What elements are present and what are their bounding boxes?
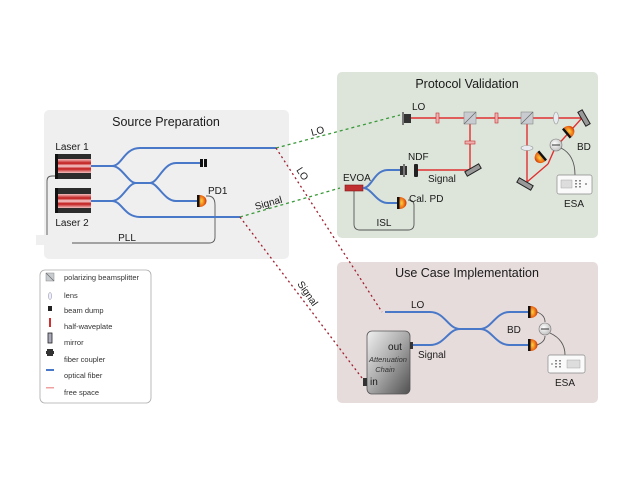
- protocol-signal-label: Signal: [428, 174, 456, 185]
- legend-label: mirror: [64, 338, 84, 347]
- usecase-esa-label: ESA: [555, 378, 575, 389]
- protocol-esa-label: ESA: [564, 199, 584, 210]
- protocol-panel-title: Protocol Validation: [415, 77, 518, 91]
- lens-icon: [520, 145, 534, 151]
- source-panel-title: Source Preparation: [112, 115, 220, 129]
- source-fibers: [91, 147, 276, 218]
- mirror-icon: [464, 163, 482, 177]
- source-preparation-panel: Source Preparation: [44, 110, 289, 259]
- attenuation-chain-box: [366, 330, 411, 395]
- lo-fiber-coupler-icon: [402, 112, 411, 125]
- free-space-icon: [46, 387, 54, 389]
- mirror-icon: [577, 109, 591, 127]
- polarizing-beamsplitter-icon: [45, 272, 55, 282]
- attenuation-out-label: out: [388, 342, 402, 353]
- protocol-esa-icon: [556, 174, 593, 195]
- usecase-signal-label: Signal: [418, 350, 446, 361]
- cal-pd-photodiode: [397, 197, 407, 210]
- beam-dump-icon: [48, 306, 52, 311]
- isl-label: ISL: [376, 218, 391, 229]
- laser-1-label: Laser 1: [55, 142, 89, 153]
- legend: polarizing beamsplitter lens beam dump h…: [39, 269, 152, 404]
- attenuation-label-2: Chain: [375, 365, 395, 374]
- bd-photodiode-2: [534, 150, 548, 164]
- pd1-label: PD1: [208, 186, 228, 197]
- uc-bd-photodiode-2: [528, 339, 538, 351]
- usecase-panel-title: Use Case Implementation: [395, 266, 539, 280]
- subtractor-icon: [549, 138, 563, 152]
- bd-esa-wire: [560, 147, 576, 176]
- laser-2-label: Laser 2: [55, 218, 89, 229]
- optical-fiber-icon: [46, 369, 54, 371]
- lo-green-label: LO: [310, 125, 326, 139]
- protocol-lo-label: LO: [412, 102, 426, 113]
- protocol-validation-panel: Protocol Validation: [337, 72, 598, 238]
- legend-label: beam dump: [64, 306, 104, 315]
- legend-label: optical fiber: [64, 371, 103, 380]
- laser-1: [55, 154, 91, 179]
- legend-label: free space: [64, 388, 99, 397]
- half-waveplate-icon: [435, 112, 440, 124]
- in-port-icon: [363, 378, 367, 386]
- pll-label: PLL: [118, 233, 136, 244]
- polarizing-beamsplitter-icon: [520, 111, 534, 125]
- uc-lo-fiber: [385, 311, 528, 330]
- uc-subtractor-icon: [538, 322, 552, 336]
- uc-signal-fiber: [413, 328, 528, 346]
- legend-label: half-waveplate: [64, 322, 112, 331]
- uc-bd-wires: [536, 311, 566, 356]
- laser-2: [55, 188, 91, 213]
- protocol-bd-label: BD: [577, 142, 591, 153]
- usecase-lo-label: LO: [411, 300, 425, 311]
- fiber-to-ndf: [362, 169, 400, 189]
- attenuation-in-label: in: [370, 377, 378, 388]
- bd-photodiode-1: [561, 125, 575, 139]
- fiber-coupler-icon: [46, 349, 54, 356]
- half-waveplate-icon: [494, 112, 499, 124]
- mirror-icon: [516, 177, 534, 191]
- evoa-component: [344, 184, 364, 192]
- usecase-bd-label: BD: [507, 325, 521, 336]
- usecase-esa-icon: [547, 354, 586, 374]
- legend-label: lens: [64, 291, 78, 300]
- fiber-to-cal-pd: [362, 187, 398, 204]
- ndf-label: NDF: [408, 152, 429, 163]
- beam-dump-icon: [200, 159, 207, 167]
- lo-red-label: LO: [293, 166, 310, 183]
- isl-loop: [353, 191, 415, 231]
- legend-label: polarizing beamsplitter: [64, 273, 140, 282]
- legend-label: fiber coupler: [64, 355, 106, 364]
- half-waveplate-icon: [49, 318, 51, 327]
- polarizing-beamsplitter-icon: [463, 111, 477, 125]
- ndf-filter: [414, 164, 418, 177]
- mirror-icon: [47, 332, 53, 344]
- pd1-photodiode: [197, 195, 207, 207]
- half-waveplate-icon: [464, 140, 476, 145]
- attenuation-label-1: Attenuation: [368, 355, 407, 364]
- lens-icon: [553, 111, 559, 125]
- lens-icon: [48, 292, 52, 300]
- uc-bd-photodiode-1: [528, 306, 538, 318]
- ndf-fiber-coupler-icon: [400, 164, 407, 177]
- evoa-label: EVOA: [343, 173, 371, 184]
- cal-pd-label: Cal. PD: [409, 194, 443, 205]
- signal-green-link: [239, 187, 341, 218]
- pll-loop: [46, 175, 216, 244]
- out-port-icon: [410, 342, 413, 349]
